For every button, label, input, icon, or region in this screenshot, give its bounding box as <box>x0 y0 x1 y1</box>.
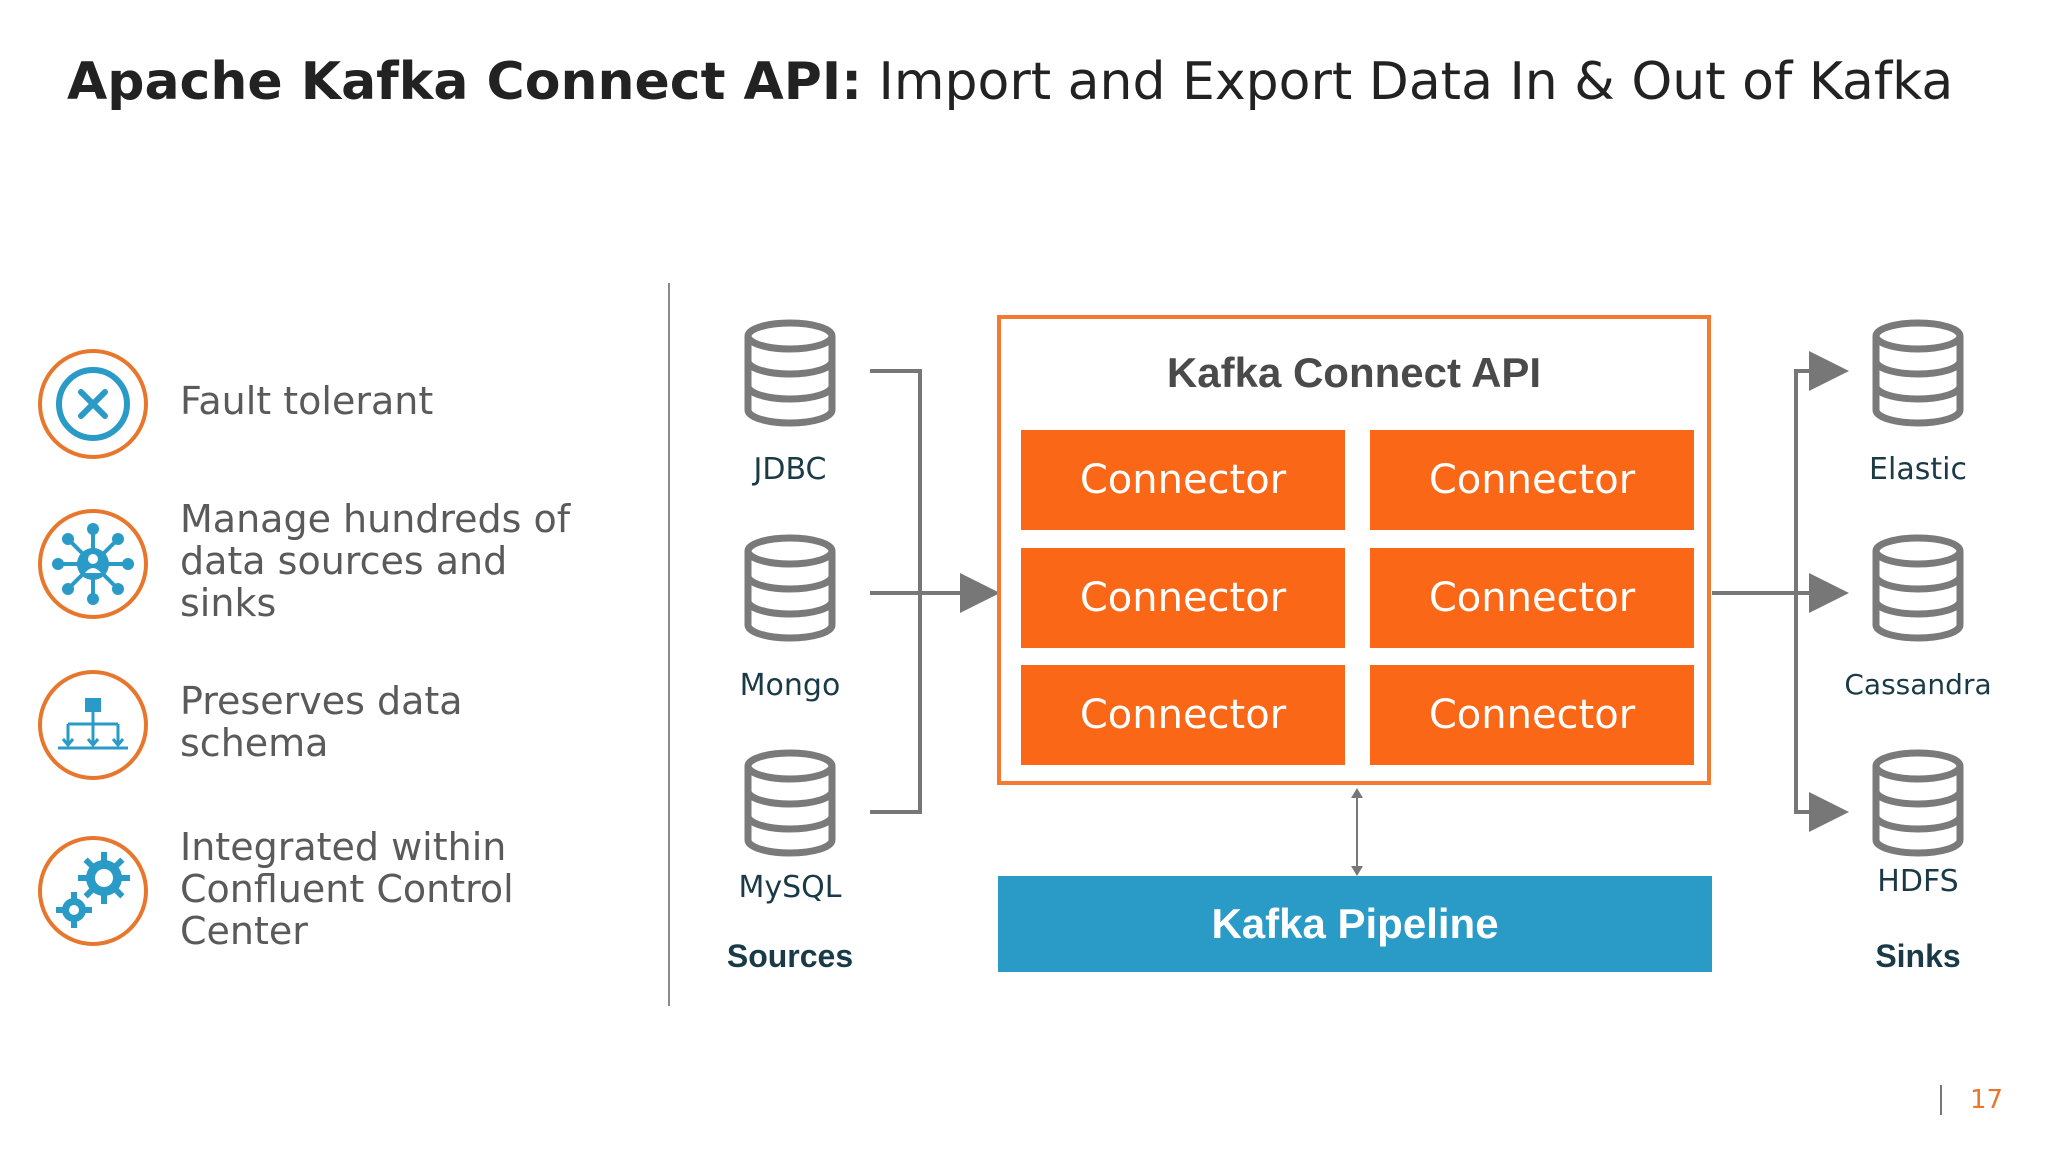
database-icon-elastic <box>1872 319 1964 427</box>
connector-block: Connector <box>1021 665 1345 765</box>
sinks-heading: Sinks <box>1875 938 1961 974</box>
sink-label-elastic: Elastic <box>1869 452 1967 487</box>
vertical-divider <box>668 283 670 1006</box>
slide-title: Apache Kafka Connect API: Import and Exp… <box>67 52 1953 112</box>
schema-tree-icon <box>38 670 148 780</box>
slide-title-bold: Apache Kafka Connect API: <box>67 52 863 112</box>
database-icon-mysql <box>744 749 836 857</box>
gears-icon <box>38 836 148 946</box>
database-icon-jdbc <box>744 319 836 427</box>
feature-manage-sources: Manage hundreds of data sources and sink… <box>180 497 571 625</box>
network-hub-icon <box>38 509 148 619</box>
database-icon-hdfs <box>1872 749 1964 857</box>
connector-block: Connector <box>1370 430 1694 530</box>
source-label-mongo: Mongo <box>739 668 841 703</box>
page-number-separator <box>1940 1085 1942 1115</box>
source-label-mysql: MySQL <box>738 870 842 905</box>
sources-heading: Sources <box>726 938 854 974</box>
connector-block: Connector <box>1370 665 1694 765</box>
x-circle-icon <box>38 349 148 459</box>
page-number: 17 <box>1970 1085 2004 1115</box>
feature-preserves-schema: Preserves data schema <box>180 679 463 765</box>
connector-block: Connector <box>1370 548 1694 648</box>
sink-label-hdfs: HDFS <box>1877 864 1959 899</box>
database-icon-mongo <box>744 534 836 642</box>
kafka-connect-api-box: Kafka Connect API Connector Connector Co… <box>997 315 1711 785</box>
connector-block: Connector <box>1021 430 1345 530</box>
feature-fault-tolerant: Fault tolerant <box>180 379 434 423</box>
kafka-pipeline-box: Kafka Pipeline <box>998 876 1712 972</box>
source-label-jdbc: JDBC <box>753 452 827 487</box>
api-title: Kafka Connect API <box>1166 349 1542 396</box>
database-icon-cassandra <box>1872 534 1964 642</box>
sink-label-cassandra: Cassandra <box>1844 668 1992 701</box>
feature-integrated-ccc: Integrated within Confluent Control Cent… <box>180 825 514 953</box>
slide-title-rest: Import and Export Data In & Out of Kafka <box>862 52 1954 112</box>
connector-block: Connector <box>1021 548 1345 648</box>
